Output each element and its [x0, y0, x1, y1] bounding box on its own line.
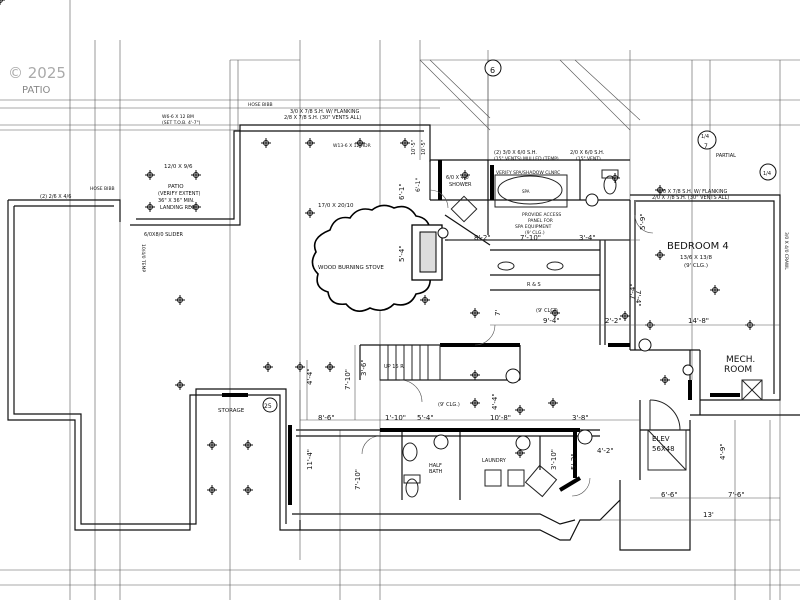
- elev-line1: ELEV: [652, 435, 670, 443]
- spa-note4: SPA EQUIPMENT: [515, 224, 552, 230]
- bath-fixtures: [402, 169, 619, 498]
- slider-note: 6/0X8/0 SLIDER: [144, 232, 184, 238]
- dim-4-4: 4'-4": [306, 368, 314, 385]
- dim-1-10: 1'-10": [385, 414, 406, 422]
- dim-10-5: 10'-5": [411, 140, 417, 155]
- beam-note1: W6-6 X 12 BM: [162, 114, 194, 120]
- dim-3-8: 3'-8": [572, 414, 589, 422]
- roof-lines: [230, 59, 800, 160]
- dim-14-8: 14'-8": [688, 317, 709, 325]
- heavy-walls: [222, 160, 740, 505]
- marker-1-4b: 1/4: [763, 171, 771, 177]
- stairs-label: UP 15 R: [384, 364, 404, 370]
- watermark-year: © 2025: [8, 64, 66, 82]
- door-swings: [361, 189, 654, 497]
- window-right-note2: 2/0 X 7/8 S.H. (30" VENTS ALL): [652, 195, 729, 201]
- patio-note1: (VERIFY EXTENT): [158, 191, 201, 197]
- partial-label: PARTIAL: [716, 153, 736, 159]
- dimension-lines: [299, 239, 780, 521]
- dim-4-4b: 4'-4": [491, 393, 499, 410]
- dim-10-5b: 10'-5": [421, 140, 427, 155]
- half-bath-line1: HALF: [429, 463, 442, 469]
- dim-6-6: 6'-6": [661, 491, 678, 499]
- shower-name: SHOWER: [449, 182, 472, 188]
- laundry-label: LAUNDRY: [482, 458, 507, 464]
- dim-7-4b: 7'-4": [634, 290, 642, 307]
- marker-6: 6: [490, 66, 495, 75]
- exterior-walls: [7, 124, 800, 551]
- temp-note: 10/4/0 TEMP: [140, 244, 146, 272]
- dim-4-2: 4'-2": [597, 447, 614, 455]
- hose-top-note: HOSE BIBB: [248, 102, 273, 108]
- dim-8-2: 8'-2": [474, 234, 491, 242]
- window-top-note1: 3/0 X 7/8 S.H. W/ FLANKING: [290, 109, 360, 115]
- dim-11-4: 11'-4": [306, 449, 314, 470]
- spa-note2: PROVIDE ACCESS: [522, 212, 561, 218]
- dim-7-10c: 7'-10": [354, 469, 362, 490]
- dim-9-4: 9'-4": [543, 317, 560, 325]
- dim-7-10b: 7'-10": [344, 369, 352, 390]
- dim-7-10: 7'-10": [520, 234, 541, 242]
- stairs: [379, 344, 441, 381]
- wood-stove-cloud: [311, 204, 443, 312]
- dim-10-8: 10'-8": [490, 414, 511, 422]
- spa-panel: SPA: [522, 189, 530, 194]
- window-bath-note3: 2/0 X 6/0 S.H.: [570, 150, 605, 156]
- patio-note2: 36" X 36" MIN.: [158, 198, 195, 204]
- dim-4-9: 4'-9": [719, 443, 727, 460]
- circle-markers: [262, 59, 777, 451]
- elev-line2: 56X48: [652, 445, 675, 453]
- ceiling-lower: (9' CLG.): [438, 402, 460, 408]
- shower-size: 6/0 X 4/0: [446, 175, 469, 181]
- window-bath-note4: (15" VENT): [576, 156, 601, 162]
- patio-note3: LANDING REQ.: [160, 205, 197, 211]
- marker-7: 7: [704, 143, 708, 150]
- dim-6-1b: 6'-1": [415, 178, 422, 192]
- beam-note2: (SET T.O.B. 4'-7"): [162, 120, 201, 126]
- window-top-note2: 2/8 X 7/8 S.H. (30" VENTS ALL): [284, 115, 361, 121]
- dim-8-6: 8'-6": [318, 414, 335, 422]
- hdr-note: W13-6 X 12 HDR: [333, 143, 371, 149]
- mech-line2: ROOM: [724, 365, 752, 375]
- dim-5-4: 5'-4": [417, 414, 434, 422]
- family-size: 17/0 X 20/10: [318, 203, 354, 209]
- dim-3-6: 3'-6": [360, 359, 368, 376]
- stove-label: WOOD BURNING STOVE: [318, 265, 384, 271]
- half-bath-line2: BATH: [429, 469, 443, 475]
- spa-note5: (9' CLG.): [525, 230, 545, 236]
- rs-label: R & S: [527, 282, 541, 288]
- marker-1-4: 1/4: [701, 134, 709, 140]
- window-bath-note1: (2) 3/0 X 6/0 S.H.: [494, 150, 537, 156]
- dim-3-10: 3'-10": [550, 449, 558, 470]
- window-right-note1: 4/0 X 7/8 S.H. W/ FLANKING: [658, 189, 728, 195]
- dim-7-6: 7'-6": [728, 491, 745, 499]
- dim-7-4: 7'-4": [629, 283, 637, 300]
- dim-2-2: 2'-2": [605, 317, 622, 325]
- dim-5-4b: 5'-4": [398, 245, 406, 262]
- dim-13: 13': [703, 511, 714, 519]
- bedroom-name: BEDROOM 4: [667, 241, 729, 252]
- mech-elevator: [647, 379, 763, 471]
- spa-note3: PANEL FOR: [528, 218, 553, 224]
- dim-7: 7': [494, 310, 502, 316]
- hose-left-note: HOSE BIBB: [90, 186, 115, 192]
- storage-label: STORAGE: [218, 408, 245, 414]
- patio-name: PATIO: [168, 184, 184, 190]
- bedroom-ceiling: (9' CLG.): [684, 263, 708, 269]
- bedroom-size: 13/6 X 13/8: [680, 255, 712, 261]
- watermark-label: PATIO: [22, 85, 51, 96]
- crawl-label: 3/0 X 4/0 CRAWL: [783, 232, 789, 270]
- dim-5-9: 5'-9": [639, 213, 647, 230]
- window-left-note: (2) 2/6 X 4/6: [40, 194, 71, 200]
- window-bath-note2: (15" VENTS) MULLED (TEMP): [494, 156, 559, 162]
- mech-line1: MECH.: [726, 355, 755, 365]
- dim-6-1: 6'-1": [398, 183, 406, 200]
- patio-size: 12/0 X 9/6: [164, 164, 193, 170]
- spa-note1: VERIFY SPA/SHADOW CLNRC: [496, 170, 560, 176]
- dim-3-4: 3'-4": [579, 234, 596, 242]
- ceiling-center: (9' CLG.): [536, 308, 558, 314]
- dim-5-2: 5'-2": [570, 453, 578, 470]
- marker-25: 25: [264, 403, 272, 410]
